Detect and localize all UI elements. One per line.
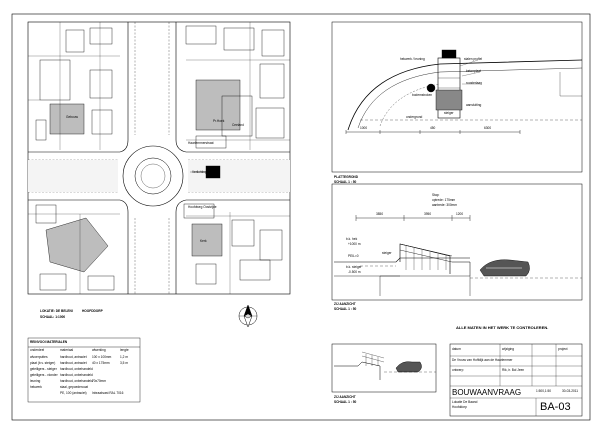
label-note1: stalen profiel [464,57,483,61]
tb-r1-c2: wijziging [502,347,515,351]
materials-cell: hardhout, onbehandeld [60,373,93,377]
materials-title: REINVOOI MATERIALEN [30,340,68,344]
elev-dim-3: 1200 [456,212,464,216]
materials-cell: hardhout, antraciet [60,355,87,359]
site-plan-frame [27,21,291,295]
materials-cell: 1,2 m [120,355,128,359]
materials-header-onderdeel: onderdeel [30,348,45,352]
site-plan [27,21,291,295]
materials-table-frame [27,337,141,403]
section-top [331,21,583,173]
tb-r3-c1: ontwerp [452,368,464,372]
materials-cell: plaat (b.v. steiger) [30,361,56,365]
materials-cell: staal, gepoedercoat [60,385,88,389]
tb-r1-c1: datum [452,347,461,351]
materials-cell: afvoerputtes [30,355,48,359]
elev-note-2: optrede: 175mm [432,198,456,202]
roundabout-outer [122,145,184,207]
label-note3: ondergrond [406,115,423,119]
label-haarlemmerstraat: Haarlemmerstraat [188,141,214,145]
materials-cell: geleiligers - vlonder [30,373,58,377]
label-roosterlaag: roosterlaag [466,81,482,85]
tb-status: BOUWAANVRAAG [452,388,522,397]
materials-cell: 40 x 175mm [92,361,110,365]
warning-text: ALLE MATEN IN HET WERK TE CONTROLEREN. [456,325,549,330]
elev-dim-2: 3950 [424,212,432,216]
elevation-mid-title: ZIJ AANZICHT [334,302,356,306]
materials-cell: leuning [30,379,41,383]
tb-r3-c3: Rik, ir. Bol Jeen [502,368,525,372]
materials-cell: 70x70mm [92,379,106,383]
tb-drawing-no: BA-03 [540,401,571,413]
title-block-frame [449,343,583,417]
materials-cell: hardhout, onbehandeld [60,379,93,383]
plattegrond-title: PLATTEGROND [334,175,359,179]
elev-label-bk-hek-level: +1000 m [348,242,361,246]
materials-cell: hekwerk [30,385,42,389]
elev-label-bk-steiger-level: -0.500 m [348,270,361,274]
location-line1: LOKATIE: DE BELENI [40,309,73,313]
label-building-b: Ceeland [232,123,244,127]
label-building-a: Pr.Hoek [213,119,225,123]
label-building-c: Gebouw [66,115,78,119]
elev-label-bk-hek: b.k. hek [346,237,358,241]
elev-label-steiger: steiger [382,251,392,255]
elevation-mid-frame [331,183,583,301]
label-aansluiting: aansluiting [466,103,482,107]
tb-scale: 1:500,1:50 [536,389,552,393]
section-top-frame [331,21,583,173]
label-hekwerk: hekwerk / leuning [400,57,425,61]
materials-cell: Inbraakvast RAL 7016 [92,391,124,395]
label-steiger: steiger [444,111,454,115]
location-line2: HOOFDDORP [82,309,103,313]
label-note2: betonplaat [466,69,481,73]
tb-r2-c1: De Vrouw van Hoffdijk aan de Haarlemmer [452,358,513,362]
elev-label-peil: PEIL=0 [348,254,359,258]
materials-header-materiaal: materiaal [60,348,74,352]
roundabout-inner [134,157,172,195]
sheet-border [11,13,591,421]
location-scale: SCHAAL: 1:1000 [40,315,66,319]
elevation-small-title: ZIJ AANZICHT [334,395,356,399]
materials-cell: 100 x 100mm [92,355,112,359]
elev-note-3: aantrede: 300mm [432,203,457,207]
elevation-mid-scale: SCHAAL 1 : 50 [334,307,357,311]
dim-1000: 1000 [360,126,368,130]
dim-6300: 6300 [484,126,492,130]
tb-client2: Hoofddorp [452,405,467,409]
label-hoofdweg: Hoofdweg Oostzijde [188,205,217,209]
label-bodemstroken: bodemstroken [412,93,433,97]
materials-header-afwerking: afwerking [92,348,106,352]
materials-cell: 3,5 m [120,361,128,365]
materials-header-lengte: lengte [120,348,129,352]
north-arrow-icon [238,304,258,328]
label-verlichting: Verlichting [192,170,207,174]
tb-date: 30-03-2011 [562,389,579,393]
elevation-mid [331,183,583,301]
tb-r1-c4: project [558,347,568,351]
materials-cell: hardhout, onbehandeld [60,367,93,371]
elevation-small [331,343,437,393]
materials-cell: geleiligers - steiger [30,367,57,371]
elevation-small-scale: SCHAAL 1 : 50 [334,400,357,404]
label-building-d: Kerk [200,239,207,243]
materials-cell: hardhout, antraciet [60,361,87,365]
plattegrond-scale: SCHAAL 1 : 50 [334,180,357,184]
materials-cell: PE, 100 (antraciet) [60,391,87,395]
elev-label-bk-steiger: b.k. steiger [346,265,362,269]
elev-note-1: Stap: [432,193,440,197]
dim-450: 450 [430,126,436,130]
elev-dim-1: 3850 [376,212,384,216]
tb-client1: Lokatie De Baand [452,400,478,404]
